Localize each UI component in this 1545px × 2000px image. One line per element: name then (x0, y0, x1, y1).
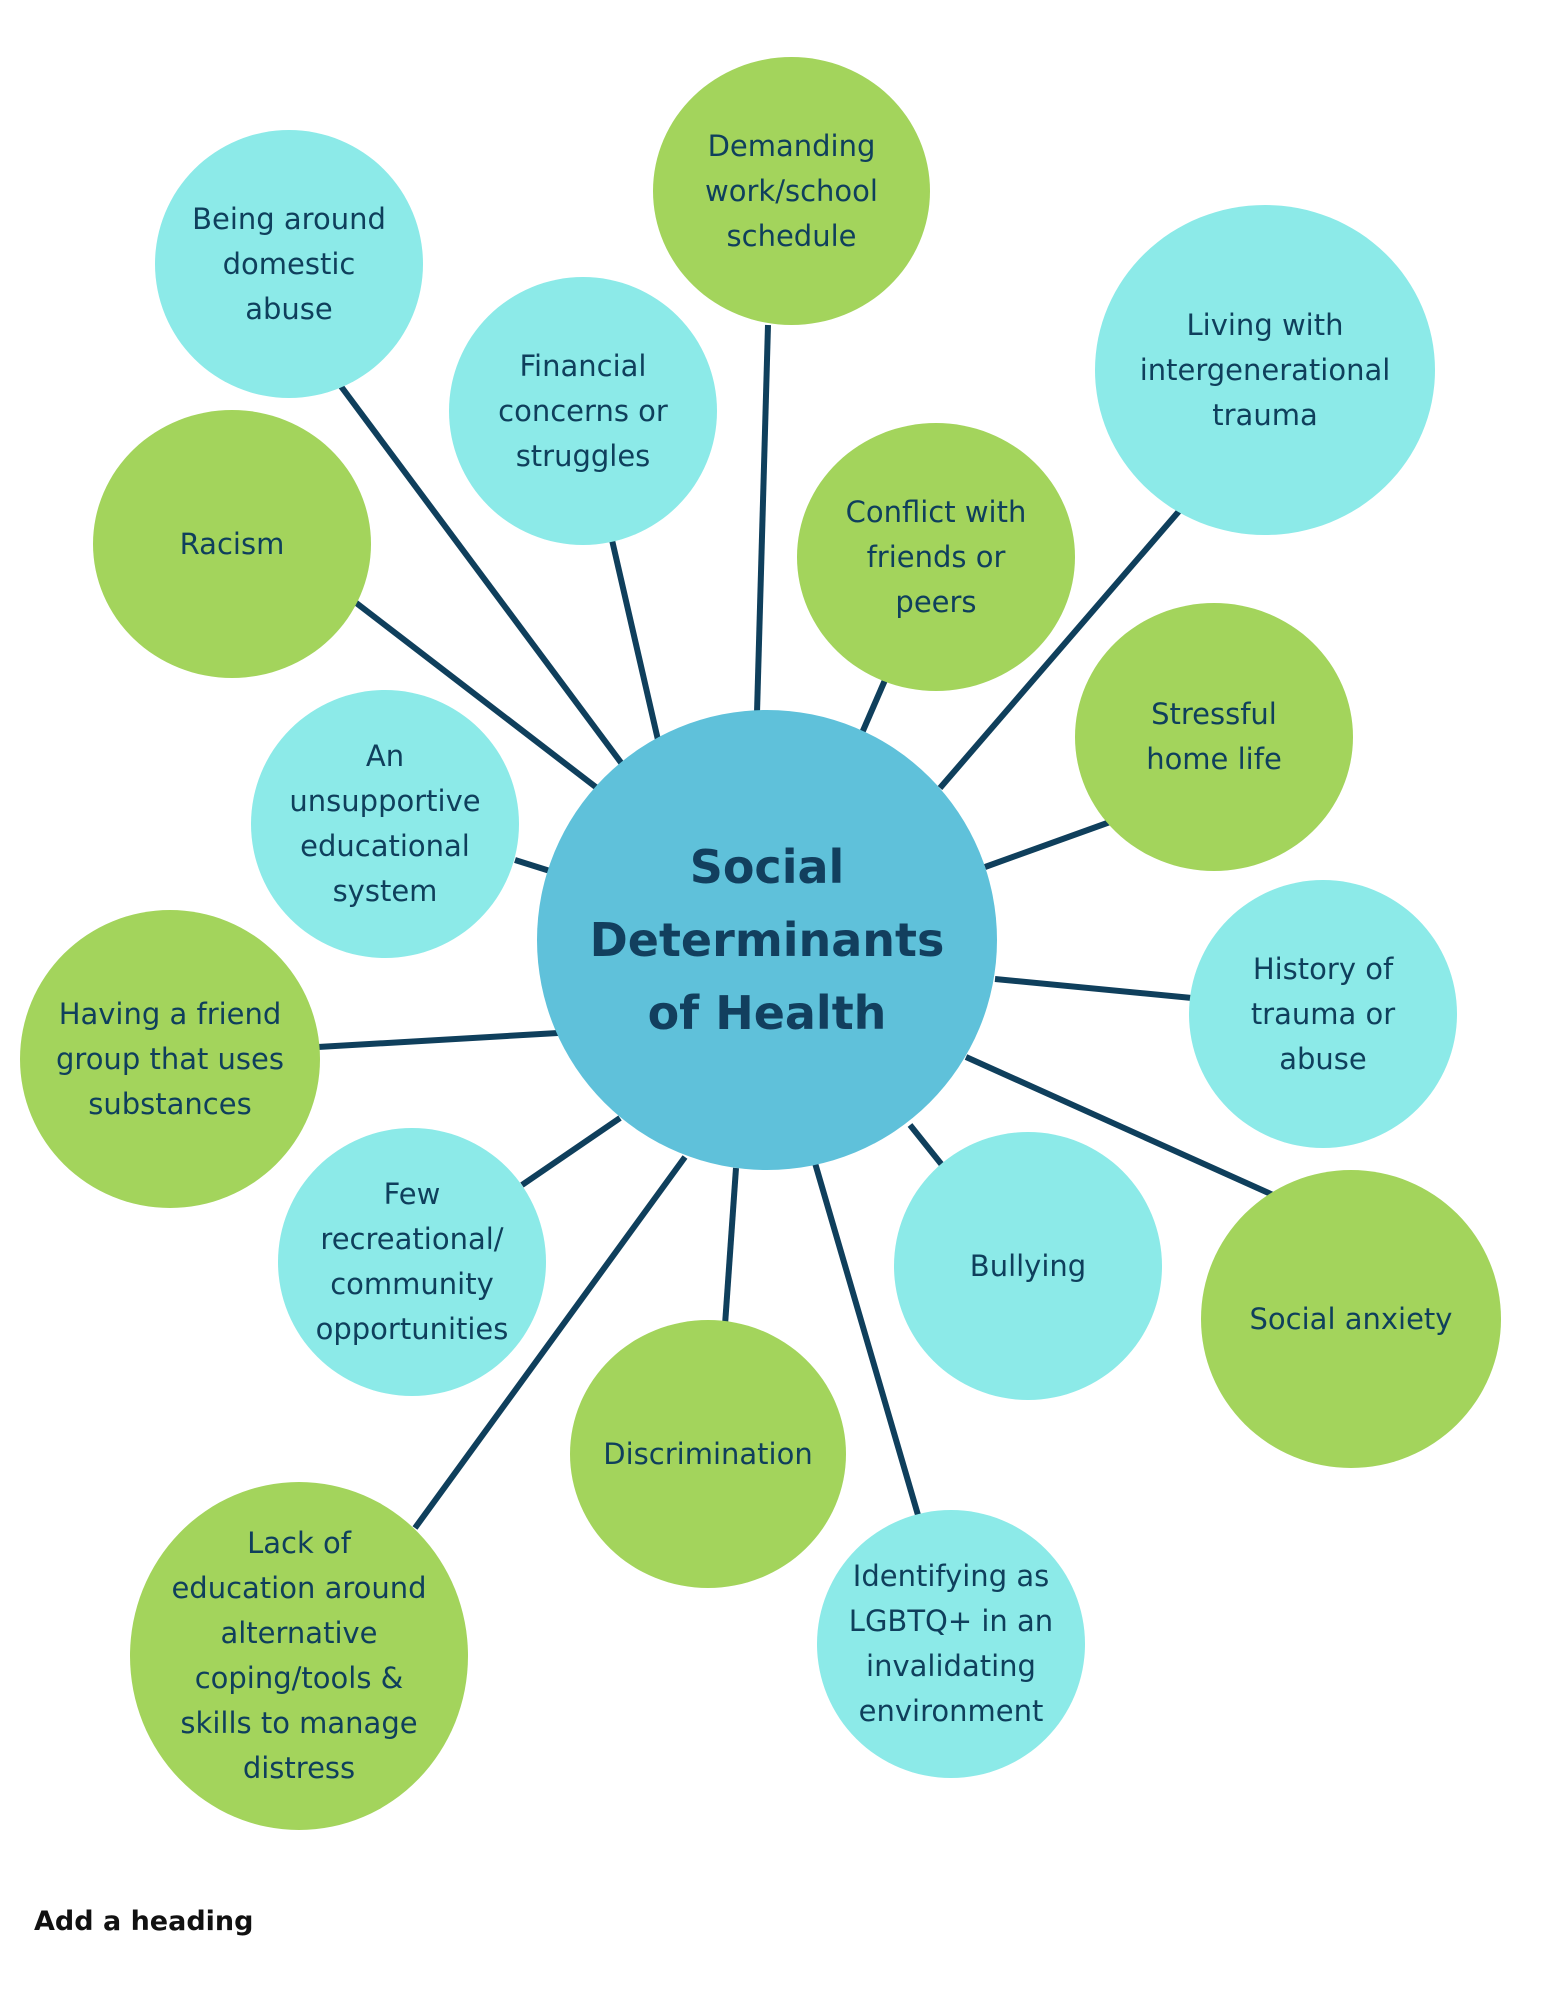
node-financial-concerns: Financial concerns or struggles (449, 277, 717, 545)
connector-few-recreational (520, 1115, 622, 1188)
center-node: Social Determinants of Health (537, 710, 997, 1170)
node-domestic-abuse: Being around domestic abuse (155, 130, 423, 398)
node-stressful-home-life: Stressful home life (1075, 603, 1353, 871)
node-bullying: Bullying (894, 1132, 1162, 1400)
connector-lgbtq-invalidating (812, 1162, 921, 1516)
node-demanding-schedule: Demanding work/school schedule (653, 57, 930, 325)
node-demanding-schedule-text: Demanding work/school schedule (705, 128, 878, 253)
node-few-recreational-text: Few recreational/ community opportunitie… (315, 1177, 509, 1346)
node-social-anxiety: Social anxiety (1201, 1170, 1501, 1468)
node-racism: Racism (93, 410, 371, 678)
node-friend-group-substances-text: Having a friend group that uses substanc… (56, 996, 284, 1121)
node-bullying-text: Bullying (969, 1248, 1087, 1283)
node-unsupportive-education-text: An unsupportive educational system (289, 739, 481, 908)
connector-racism (353, 599, 599, 791)
node-unsupportive-education: An unsupportive educational system (251, 690, 519, 958)
node-conflict-with-peers: Conflict with friends or peers (797, 423, 1075, 691)
node-lgbtq-invalidating-text: Identifying as LGBTQ+ in an invalidating… (848, 1559, 1054, 1728)
connector-conflict-with-peers (859, 678, 888, 735)
connector-bullying (907, 1123, 945, 1167)
connector-intergenerational-trauma (937, 508, 1183, 790)
node-stressful-home-life-text: Stressful home life (1146, 697, 1282, 776)
connector-lack-of-education (412, 1155, 688, 1530)
node-lgbtq-invalidating: Identifying as LGBTQ+ in an invalidating… (817, 1510, 1085, 1778)
node-lack-of-education-text: Lack of education around alternative cop… (171, 1526, 427, 1785)
node-intergenerational-trauma: Living with intergenerational trauma (1095, 205, 1435, 535)
node-history-of-trauma-text: History of trauma or abuse (1250, 951, 1396, 1076)
node-few-recreational: Few recreational/ community opportunitie… (278, 1128, 546, 1396)
connector-financial-concerns (609, 539, 661, 741)
connector-social-anxiety (964, 1054, 1275, 1198)
connector-stressful-home-life (983, 819, 1112, 870)
node-lack-of-education: Lack of education around alternative cop… (130, 1482, 468, 1830)
connector-history-of-trauma (994, 976, 1193, 1001)
connector-friend-group-substances (317, 1030, 559, 1050)
node-discrimination: Discrimination (570, 1320, 846, 1588)
connector-discrimination (722, 1167, 739, 1326)
node-history-of-trauma: History of trauma or abuse (1189, 880, 1457, 1148)
connector-demanding-schedule (754, 324, 771, 714)
node-discrimination-text: Discrimination (603, 1436, 813, 1471)
node-friend-group-substances: Having a friend group that uses substanc… (20, 910, 320, 1208)
node-intergenerational-trauma-text: Living with intergenerational trauma (1139, 307, 1391, 432)
footer-heading[interactable]: Add a heading (34, 1906, 254, 1937)
node-financial-concerns-text: Financial concerns or struggles (498, 348, 668, 473)
center-node-title: Social Determinants of Health (589, 839, 945, 1040)
connector-domestic-abuse (337, 383, 628, 770)
node-conflict-with-peers-text: Conflict with friends or peers (845, 494, 1027, 619)
connector-unsupportive-education (514, 857, 551, 874)
node-racism-text: Racism (179, 526, 285, 561)
node-social-anxiety-text: Social anxiety (1249, 1301, 1453, 1336)
node-domestic-abuse-text: Being around domestic abuse (192, 201, 386, 326)
